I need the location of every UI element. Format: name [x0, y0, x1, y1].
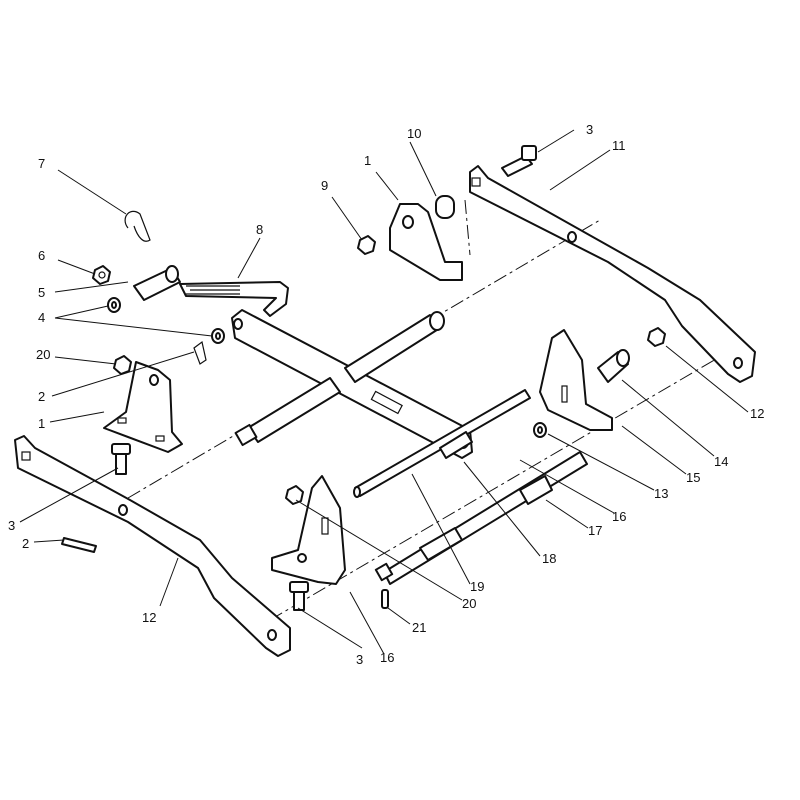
bolt-3b [111, 443, 131, 475]
hitch-pin [124, 210, 151, 242]
long-rod [353, 389, 531, 498]
clevis-pin [133, 265, 181, 301]
callout-6: 6 [38, 248, 45, 263]
bolt-3c [289, 581, 309, 611]
washer-4b [211, 328, 225, 344]
bracket-upper [389, 203, 463, 281]
callout-10: 10 [407, 126, 421, 141]
crossbar-shaft-lower [234, 377, 341, 447]
control-rod [179, 281, 289, 317]
spacer-14 [597, 349, 630, 383]
washer-4a [107, 297, 121, 313]
callout-17: 17 [588, 523, 602, 538]
splined-axle [374, 451, 588, 585]
callout-14: 14 [714, 454, 728, 469]
callout-1-left: 1 [38, 416, 45, 431]
right-lift-bar [469, 165, 756, 383]
spacer-10 [435, 195, 455, 219]
callout-3-left: 3 [8, 518, 15, 533]
callout-12-left: 12 [142, 610, 156, 625]
crossbar-shaft-upper [344, 311, 445, 383]
callout-1-upper: 1 [364, 153, 371, 168]
callout-12-right: 12 [750, 406, 764, 421]
cotter-pin-2b [61, 537, 97, 553]
callout-5: 5 [38, 285, 45, 300]
hex-nut-12 [647, 327, 666, 347]
callout-13: 13 [654, 486, 668, 501]
callout-20-lower: 20 [462, 596, 476, 611]
callout-9: 9 [321, 178, 328, 193]
callout-11: 11 [612, 138, 626, 153]
callout-3-top: 3 [586, 122, 593, 137]
leader-lines [19, 129, 749, 655]
callout-20-left: 20 [36, 347, 50, 362]
hex-nut-6 [92, 265, 111, 285]
hex-nut-20b [285, 485, 304, 505]
callout-15: 15 [686, 470, 700, 485]
left-lift-bar [14, 435, 291, 657]
hex-nut-9 [357, 235, 376, 255]
bolt-3a [501, 145, 537, 177]
callout-16-upper: 16 [612, 509, 626, 524]
key-21 [381, 589, 389, 609]
pin-18 [439, 431, 473, 459]
bracket-left [103, 361, 183, 453]
cotter-pin-2a [193, 340, 207, 365]
callout-16-lower: 16 [380, 650, 394, 665]
callout-19: 19 [470, 579, 484, 594]
callout-2-upper: 2 [38, 389, 45, 404]
bracket-right [539, 329, 613, 431]
callout-8: 8 [256, 222, 263, 237]
bracket-lower [271, 475, 346, 585]
callout-labels: 7 6 5 4 20 2 1 8 10 1 9 3 11 12 14 15 13… [8, 122, 764, 667]
washer-13 [533, 422, 547, 438]
callout-7: 7 [38, 156, 45, 171]
callout-4: 4 [38, 310, 45, 325]
hex-nut-20a [113, 355, 132, 375]
callout-18: 18 [542, 551, 556, 566]
callout-2-lower: 2 [22, 536, 29, 551]
alignment-axes [127, 199, 741, 621]
callout-3-bottom: 3 [356, 652, 363, 667]
callout-21: 21 [412, 620, 426, 635]
